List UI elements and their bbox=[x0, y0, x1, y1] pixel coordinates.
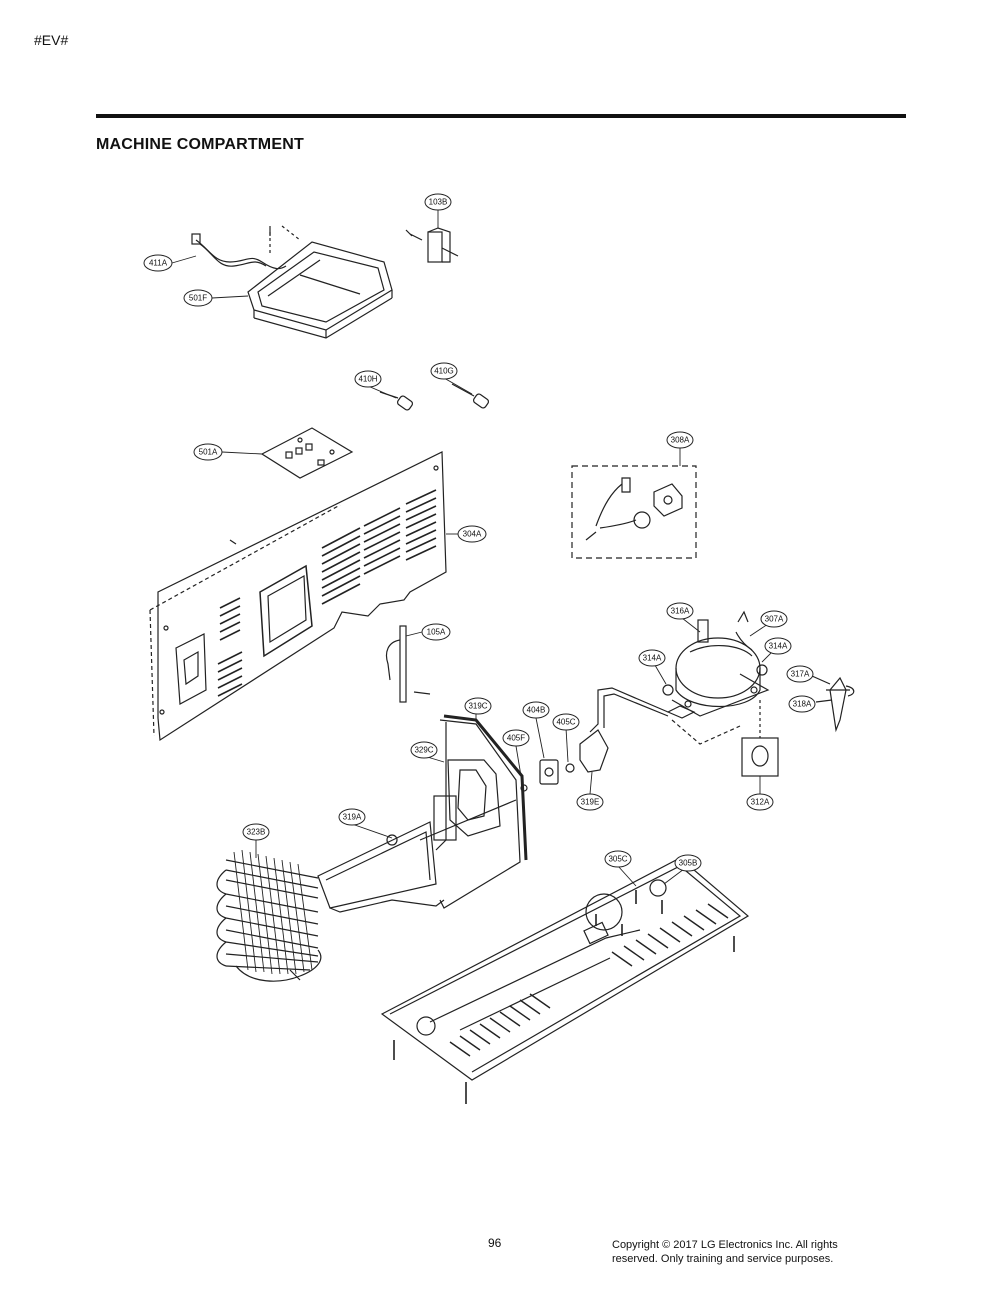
callout-329C: 329C bbox=[414, 746, 433, 755]
callout-103B: 103B bbox=[429, 198, 448, 207]
callout-316A: 316A bbox=[671, 607, 690, 616]
drain-pipe-part bbox=[385, 625, 431, 703]
callout-410H: 410H bbox=[358, 375, 377, 384]
relay-kit-part bbox=[571, 465, 697, 559]
callout-323B: 323B bbox=[247, 828, 266, 837]
callout-319A: 319A bbox=[343, 813, 362, 822]
callout-305C: 305C bbox=[608, 855, 627, 864]
callout-105A: 105A bbox=[427, 628, 446, 637]
callout-307A: 307A bbox=[765, 615, 784, 624]
grommet-part bbox=[811, 675, 855, 733]
drain-pan-part bbox=[317, 714, 528, 913]
page-number: 96 bbox=[488, 1236, 502, 1250]
copyright-line-2: reserved. Only training and service purp… bbox=[612, 1253, 834, 1265]
callout-411A: 411A bbox=[149, 259, 168, 268]
pcb-part bbox=[260, 427, 354, 479]
condenser-part bbox=[216, 849, 322, 982]
callout-404B: 404B bbox=[527, 706, 546, 715]
copyright-line-1: Copyright © 2017 LG Electronics Inc. All… bbox=[612, 1239, 838, 1251]
callout-305B: 305B bbox=[679, 859, 698, 868]
callout-410G: 410G bbox=[434, 367, 454, 376]
callout-317A: 317A bbox=[791, 670, 810, 679]
section-title: MACHINE COMPARTMENT bbox=[96, 136, 304, 153]
bracket-part bbox=[405, 227, 459, 263]
callout-319E: 319E bbox=[581, 798, 600, 807]
header-rule bbox=[96, 114, 906, 118]
cover-part bbox=[247, 225, 393, 339]
callout-405C: 405C bbox=[556, 718, 575, 727]
copyright-notice: Copyright © 2017 LG Electronics Inc. All… bbox=[612, 1238, 912, 1266]
dryer-parts bbox=[520, 729, 609, 792]
callout-314A-right: 314A bbox=[769, 642, 788, 651]
power-cord-part bbox=[191, 233, 287, 270]
callout-501A: 501A bbox=[199, 448, 218, 457]
callout-501F: 501F bbox=[189, 294, 207, 303]
callout-308A: 308A bbox=[671, 436, 690, 445]
callout-318A: 318A bbox=[793, 700, 812, 709]
callout-314A-left: 314A bbox=[643, 654, 662, 663]
compressor-part bbox=[589, 610, 770, 745]
sensor-parts bbox=[379, 383, 490, 411]
callout-405F: 405F bbox=[507, 734, 525, 743]
base-plate-part bbox=[380, 857, 750, 1104]
callout-312A: 312A bbox=[751, 798, 770, 807]
callout-304A: 304A bbox=[463, 530, 482, 539]
callout-319C: 319C bbox=[468, 702, 487, 711]
document-tag: #EV# bbox=[34, 32, 69, 48]
back-panel-part bbox=[149, 451, 447, 742]
